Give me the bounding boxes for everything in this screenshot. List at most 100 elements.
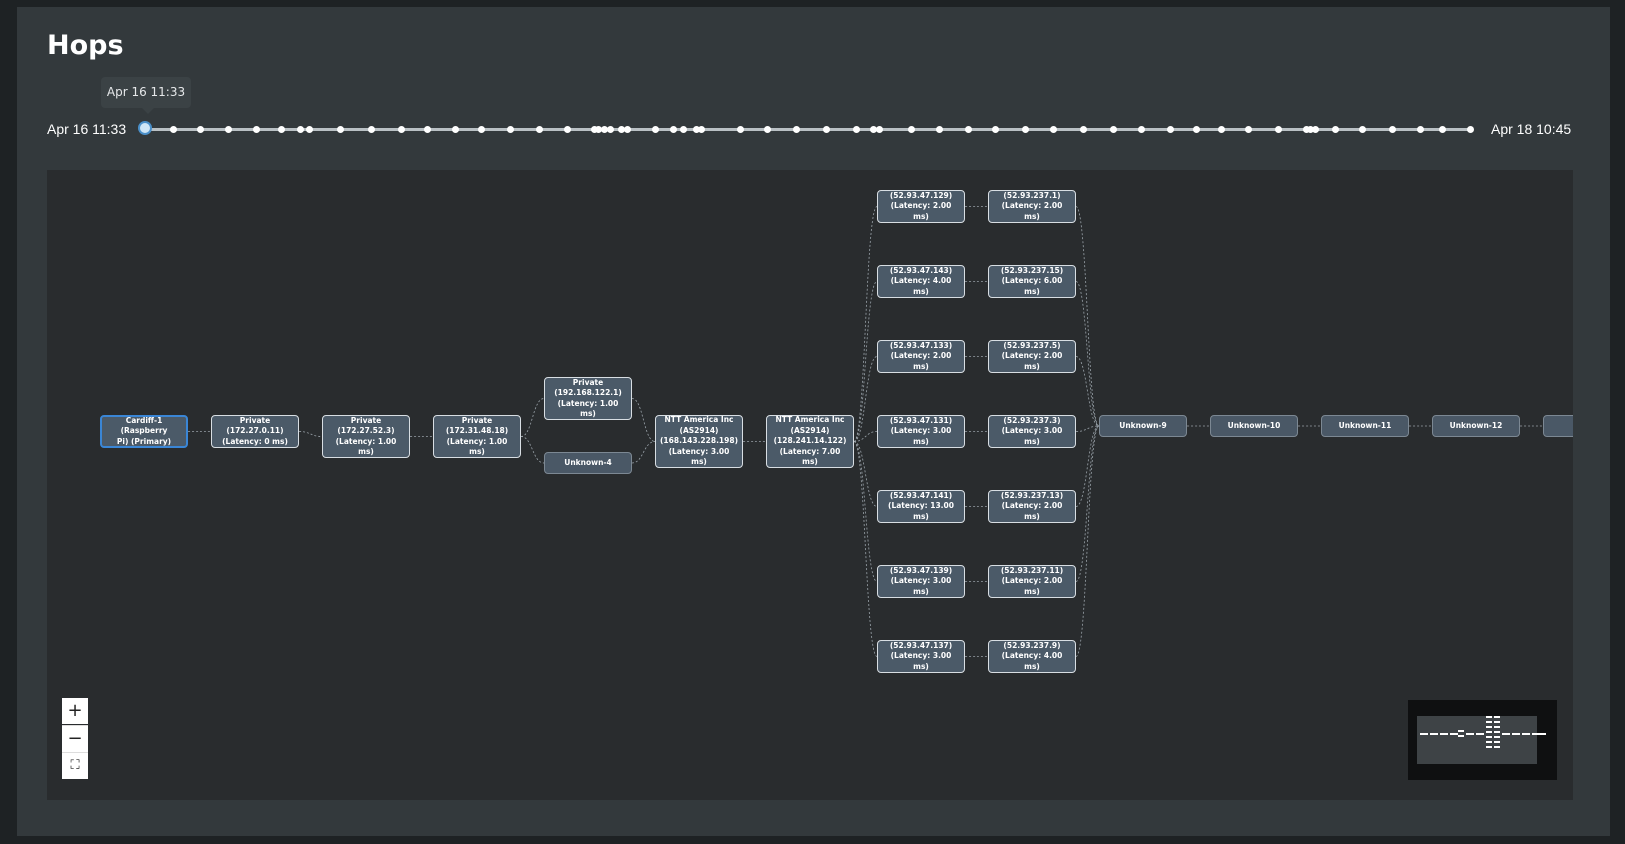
timeline-tick[interactable] bbox=[1358, 126, 1366, 133]
hop-graph-canvas[interactable]: Cardiff-1 (Raspberry Pi) (Primary) Privat… bbox=[47, 170, 1573, 800]
hop-node-n3[interactable]: Private (172.31.48.18) (Latency: 1.00 ms… bbox=[433, 415, 521, 458]
timeline-tick[interactable] bbox=[305, 126, 313, 133]
zoom-in-button[interactable]: + bbox=[62, 698, 88, 724]
timeline-tick[interactable] bbox=[277, 126, 285, 133]
timeline-tick[interactable] bbox=[397, 126, 405, 133]
timeline-tick[interactable] bbox=[336, 126, 344, 133]
graph-edge bbox=[853, 356, 878, 442]
timeline-tick[interactable] bbox=[451, 126, 459, 133]
hop-node-a5[interactable]: (52.93.47.139) (Latency: 3.00 ms) bbox=[877, 565, 965, 598]
minimap-node bbox=[1440, 733, 1448, 735]
timeline-tick[interactable] bbox=[1306, 126, 1314, 133]
timeline-tick[interactable] bbox=[697, 126, 705, 133]
hop-node-b4[interactable]: (52.93.237.13) (Latency: 2.00 ms) bbox=[988, 490, 1076, 523]
timeline-tick[interactable] bbox=[1416, 126, 1424, 133]
timeline-tick[interactable] bbox=[822, 126, 830, 133]
hop-node-n7[interactable]: NTT America Inc (AS2914) (128.241.14.122… bbox=[766, 415, 854, 468]
timeline-tick[interactable] bbox=[252, 126, 260, 133]
timeline-tick[interactable] bbox=[506, 126, 514, 133]
timeline-tick[interactable] bbox=[692, 126, 700, 133]
timeline-tick[interactable] bbox=[563, 126, 571, 133]
timeline-tick[interactable] bbox=[1166, 126, 1174, 133]
zoom-out-button[interactable]: − bbox=[62, 725, 88, 752]
timeline-tick[interactable] bbox=[669, 126, 677, 133]
hop-node-a6[interactable]: (52.93.47.137) (Latency: 3.00 ms) bbox=[877, 640, 965, 673]
timeline-tick[interactable] bbox=[1311, 126, 1319, 133]
timeline-tick[interactable] bbox=[1192, 126, 1200, 133]
timeline-tick[interactable] bbox=[423, 126, 431, 133]
hop-node-n4[interactable]: Private (192.168.122.1) (Latency: 1.00 m… bbox=[544, 377, 632, 420]
timeline-tick[interactable] bbox=[763, 126, 771, 133]
timeline-tick[interactable] bbox=[224, 126, 232, 133]
timeline-tick[interactable] bbox=[1274, 126, 1282, 133]
timeline-tick[interactable] bbox=[1109, 126, 1117, 133]
hop-node-u9[interactable]: Unknown-9 bbox=[1099, 415, 1187, 437]
hop-node-n2[interactable]: Private (172.27.52.3) (Latency: 1.00 ms) bbox=[322, 415, 410, 458]
hop-node-b1[interactable]: (52.93.237.15) (Latency: 6.00 ms) bbox=[988, 265, 1076, 298]
hop-node-n1[interactable]: Private (172.27.0.11) (Latency: 0 ms) bbox=[211, 415, 299, 448]
timeline-tick[interactable] bbox=[869, 126, 877, 133]
timeline-tick[interactable] bbox=[736, 126, 744, 133]
timeline-tick[interactable] bbox=[196, 126, 204, 133]
graph-edge bbox=[853, 441, 878, 507]
timeline-tick[interactable] bbox=[296, 126, 304, 133]
timeline-tick[interactable] bbox=[1244, 126, 1252, 133]
minimap-node bbox=[1494, 746, 1500, 748]
timeline-tick[interactable] bbox=[1049, 126, 1057, 133]
timeline-tick[interactable] bbox=[169, 126, 177, 133]
minimap-viewport[interactable] bbox=[1417, 716, 1537, 764]
timeline-tick[interactable] bbox=[1302, 126, 1310, 133]
timeline-tick[interactable] bbox=[852, 126, 860, 133]
hop-node-u10[interactable]: Unknown-10 bbox=[1210, 415, 1298, 437]
hop-node-n0[interactable]: Cardiff-1 (Raspberry Pi) (Primary) bbox=[100, 415, 188, 448]
timeline-tick[interactable] bbox=[1137, 126, 1145, 133]
graph-edge bbox=[1075, 425, 1100, 432]
timeline-tick[interactable] bbox=[1438, 126, 1446, 133]
timeline-tick[interactable] bbox=[606, 126, 614, 133]
timeline-tick[interactable] bbox=[1217, 126, 1225, 133]
timeline-tick[interactable] bbox=[935, 126, 943, 133]
timeline-tick[interactable] bbox=[477, 126, 485, 133]
hop-node-a3[interactable]: (52.93.47.131) (Latency: 3.00 ms) bbox=[877, 415, 965, 448]
hop-node-u12[interactable]: Unknown-12 bbox=[1432, 415, 1520, 437]
timeline-tick[interactable] bbox=[792, 126, 800, 133]
timeline-tick[interactable] bbox=[367, 126, 375, 133]
minimap-node bbox=[1522, 733, 1530, 735]
timeline-tick[interactable] bbox=[1466, 126, 1474, 133]
timeline-tick[interactable] bbox=[651, 126, 659, 133]
timeline-tick[interactable] bbox=[679, 126, 687, 133]
timeline-tick[interactable] bbox=[1331, 126, 1339, 133]
hop-node-a2[interactable]: (52.93.47.133) (Latency: 2.00 ms) bbox=[877, 340, 965, 373]
timeline-tick[interactable] bbox=[1388, 126, 1396, 133]
hop-node-b6[interactable]: (52.93.237.9) (Latency: 4.00 ms) bbox=[988, 640, 1076, 673]
fit-view-button[interactable]: ⛶ bbox=[62, 752, 88, 779]
timeline-tick[interactable] bbox=[594, 126, 602, 133]
hop-node-b0[interactable]: (52.93.237.1) (Latency: 2.00 ms) bbox=[988, 190, 1076, 223]
timeline-handle[interactable] bbox=[138, 121, 152, 135]
timeline-tick[interactable] bbox=[991, 126, 999, 133]
timeline-start-label: Apr 16 11:33 bbox=[47, 121, 127, 137]
timeline-tick[interactable] bbox=[1021, 126, 1029, 133]
timeline-tick[interactable] bbox=[964, 126, 972, 133]
hop-node-n6[interactable]: NTT America Inc (AS2914) (168.143.228.19… bbox=[655, 415, 743, 468]
hop-node-b2[interactable]: (52.93.237.5) (Latency: 2.00 ms) bbox=[988, 340, 1076, 373]
timeline-track[interactable] bbox=[146, 128, 1471, 131]
timeline-tick[interactable] bbox=[907, 126, 915, 133]
hop-node-u11[interactable]: Unknown-11 bbox=[1321, 415, 1409, 437]
timeline-tick[interactable] bbox=[623, 126, 631, 133]
hop-node-a0[interactable]: (52.93.47.129) (Latency: 2.00 ms) bbox=[877, 190, 965, 223]
hop-node-b3[interactable]: (52.93.237.3) (Latency: 3.00 ms) bbox=[988, 415, 1076, 448]
timeline-tick[interactable] bbox=[617, 126, 625, 133]
hop-node-b5[interactable]: (52.93.237.11) (Latency: 2.00 ms) bbox=[988, 565, 1076, 598]
hop-node-a4[interactable]: (52.93.47.141) (Latency: 13.00 ms) bbox=[877, 490, 965, 523]
timeline-tick[interactable] bbox=[1079, 126, 1087, 133]
hop-node-n5[interactable]: Unknown-4 bbox=[544, 452, 632, 474]
timeline-tick[interactable] bbox=[600, 126, 608, 133]
minimap-node bbox=[1476, 733, 1484, 735]
graph-minimap[interactable] bbox=[1408, 700, 1557, 780]
hop-node-a1[interactable]: (52.93.47.143) (Latency: 4.00 ms) bbox=[877, 265, 965, 298]
hop-node-u13[interactable]: Un bbox=[1543, 415, 1573, 437]
timeline-tick[interactable] bbox=[875, 126, 883, 133]
timeline-tick[interactable] bbox=[535, 126, 543, 133]
timeline-tick[interactable] bbox=[590, 126, 598, 133]
